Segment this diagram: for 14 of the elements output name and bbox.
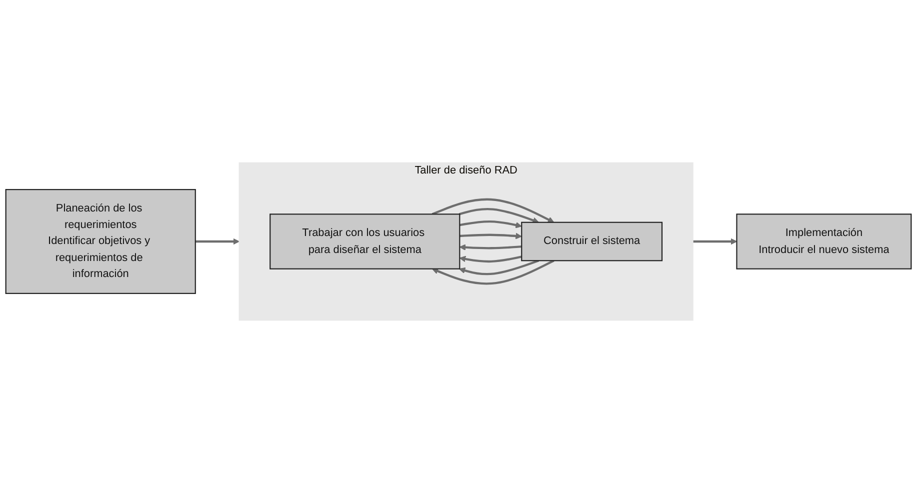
node-box: Planeación de los requerimientos Identificar objetivos y requerimientos de información <box>5 189 196 294</box>
arrow <box>459 244 522 251</box>
arrow <box>459 220 522 228</box>
arrow <box>693 238 738 245</box>
arrow <box>459 256 522 263</box>
node-box: Construir el sistema <box>521 222 663 262</box>
arrow <box>460 232 522 240</box>
node-box: Implementación Introducir el nuevo sistema <box>736 214 912 270</box>
arrow <box>432 260 554 285</box>
arrow <box>432 198 554 223</box>
node-box: Trabajar con los usuarios para diseñar el sistema <box>270 214 460 270</box>
arrow <box>195 238 240 245</box>
arrow <box>458 208 539 224</box>
arrow <box>458 260 540 276</box>
